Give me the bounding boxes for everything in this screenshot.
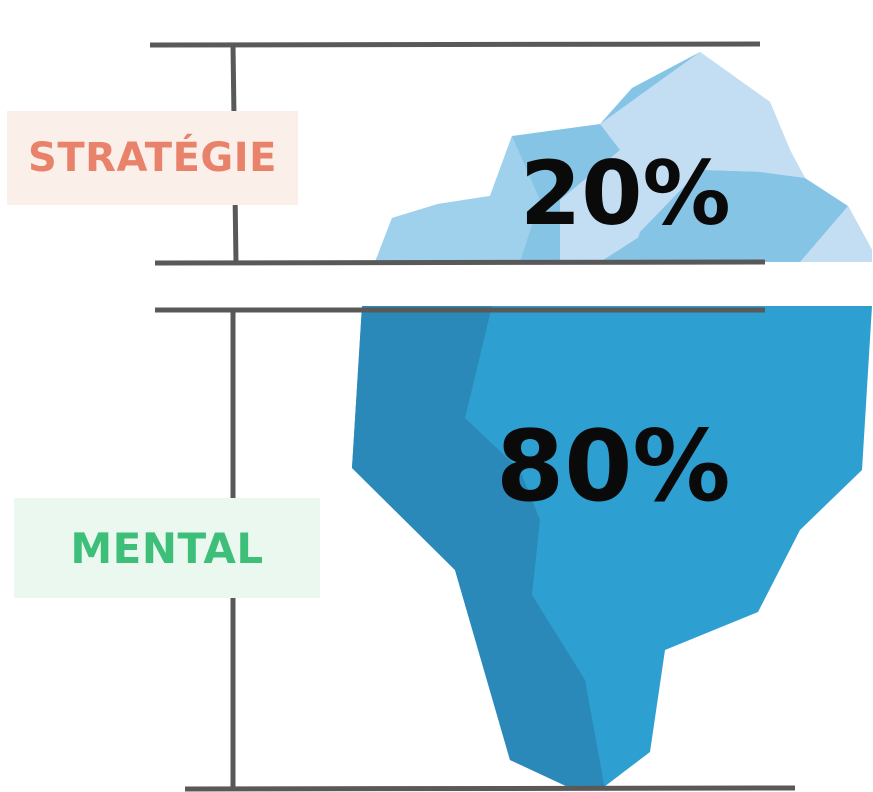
strategie-label: STRATÉGIE: [7, 111, 298, 205]
iceberg-tip-right-mid-facet: [630, 170, 872, 262]
bottom-line: [184, 785, 796, 792]
strategie-percentage: 20%: [520, 142, 731, 245]
mental-label: MENTAL: [14, 498, 320, 598]
iceberg-base-dark-facet: [352, 306, 605, 790]
mental-percentage: 80%: [496, 410, 731, 524]
iceberg-tip-right-light-facet: [800, 206, 872, 262]
iceberg-base: [352, 306, 872, 790]
iceberg-tip-light-facet: [560, 52, 805, 262]
waterline-upper: [154, 259, 766, 266]
iceberg-tip: [375, 52, 872, 262]
iceberg-base-light-facet: [352, 306, 872, 790]
iceberg-tip-left-light-facet: [375, 136, 540, 262]
top-line: [149, 41, 761, 48]
